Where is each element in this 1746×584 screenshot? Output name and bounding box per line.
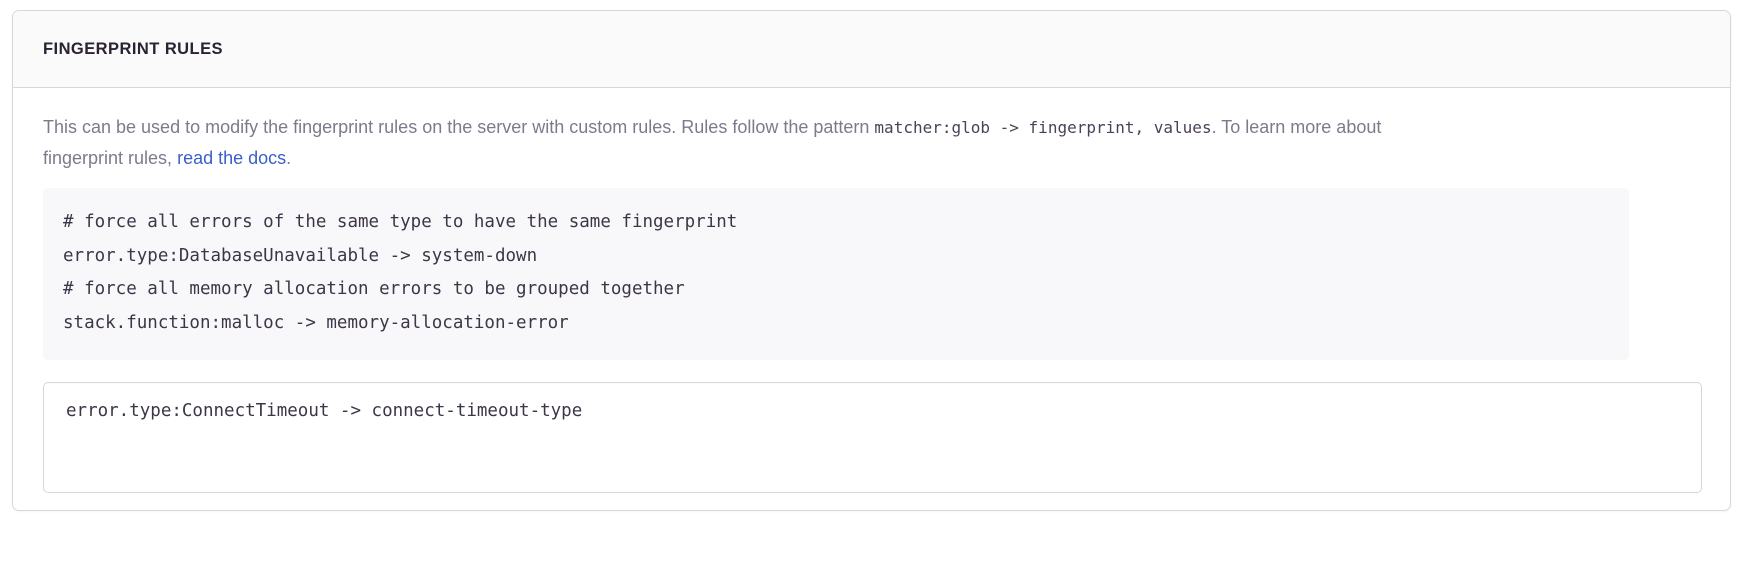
- inline-code-pattern: matcher:glob -> fingerprint, values: [874, 118, 1212, 137]
- example-rules-code-block: # force all errors of the same type to h…: [43, 188, 1629, 360]
- description-text: This can be used to modify the fingerpri…: [43, 112, 1433, 174]
- read-the-docs-link[interactable]: read the docs: [177, 148, 287, 168]
- panel-body: This can be used to modify the fingerpri…: [13, 88, 1730, 493]
- panel-header: Fingerprint Rules: [13, 11, 1730, 88]
- description-lead: This can be used to modify the fingerpri…: [43, 117, 870, 137]
- fingerprint-rules-panel: Fingerprint Rules This can be used to mo…: [12, 10, 1731, 511]
- description-tail: .: [286, 148, 292, 168]
- description-middle: . To learn more about fingerprint rules,: [43, 117, 1382, 168]
- page-title: Fingerprint Rules: [43, 39, 223, 58]
- fingerprint-rules-input[interactable]: [43, 382, 1702, 493]
